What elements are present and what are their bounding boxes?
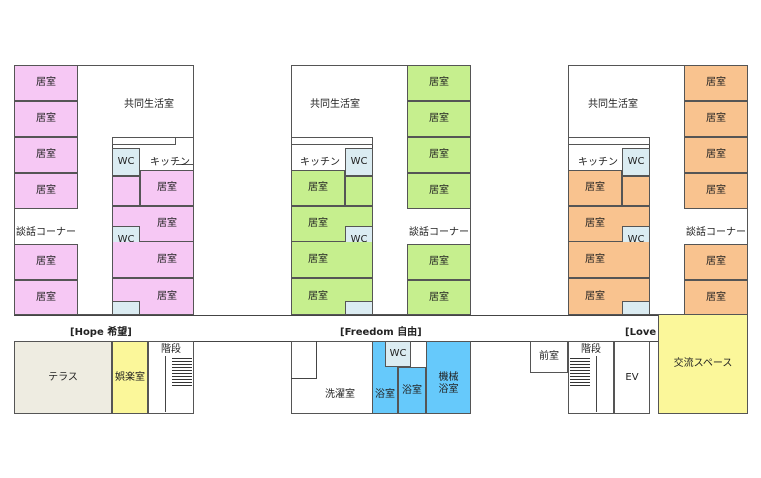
room: 居室 [112,242,194,278]
room: 居室 [291,170,345,206]
wc [622,301,650,315]
stairs-right-steps [570,356,590,388]
room: 居室 [291,242,373,278]
room: 居室 [684,137,748,173]
wc: WC [385,341,411,367]
room: 居室 [14,101,78,137]
front-room: 前室 [530,341,568,373]
lounge-label: 談話コーナー [686,227,746,238]
wc: WC [345,148,373,176]
elevator: EV [614,341,650,414]
room: 居室 [14,173,78,209]
kitchen-label: キッチン [578,157,618,168]
room-annex [112,176,140,206]
exchange-space: 交流スペース [658,315,748,414]
laundry-partition-h [291,378,317,379]
kitchen-label: キッチン [300,157,340,168]
kitchen-counter-side [176,137,194,165]
lounge-label: 談話コーナー [409,227,469,238]
stairs-left-rail [165,356,166,412]
stairs-right-rail [596,356,597,412]
room-annex [622,176,650,206]
common-room-label: 共同生活室 [310,99,360,110]
wc: WC [622,148,650,176]
room: 居室 [684,101,748,137]
room: 居室 [14,280,78,315]
room: 居室 [684,173,748,209]
bath-room: 浴室 [398,367,426,414]
room: 居室 [140,170,194,206]
room: 居室 [568,170,622,206]
common-room-label: 共同生活室 [124,99,174,110]
room: 居室 [684,280,748,315]
terrace: テラス [14,341,112,414]
stairs-right: 階段 [568,341,614,414]
room: 居室 [407,244,471,280]
room: 居室 [684,65,748,101]
room: 居室 [407,101,471,137]
kitchen-label: キッチン [150,157,190,168]
machine-bath: 機械 浴室 [426,341,471,414]
room: 居室 [14,65,78,101]
room: 居室 [407,280,471,315]
kitchen-counter [291,137,373,145]
corridor-top-wall [14,315,748,316]
kitchen-counter [568,137,650,145]
unit-name-love: [Love 愛] [625,327,675,338]
wc [345,301,373,315]
room-annex [345,176,373,206]
wc [112,301,140,315]
room: 居室 [568,242,650,278]
recreation-room: 娯楽室 [112,341,148,414]
kitchen-counter [112,137,176,145]
room: 居室 [684,244,748,280]
unit-name-hope: [Hope 希望] [70,327,132,338]
room: 居室 [14,137,78,173]
stairs-left-steps [172,356,192,388]
common-room-label: 共同生活室 [588,99,638,110]
room: 居室 [14,244,78,280]
lounge-label: 談話コーナー [16,227,76,238]
unit-name-freedom: [Freedom 自由] [340,327,422,338]
wc: WC [112,148,140,176]
room: 居室 [407,65,471,101]
stairs-left: 階段 [148,341,194,414]
room: 居室 [407,173,471,209]
laundry-partition [316,341,317,379]
room: 居室 [407,137,471,173]
